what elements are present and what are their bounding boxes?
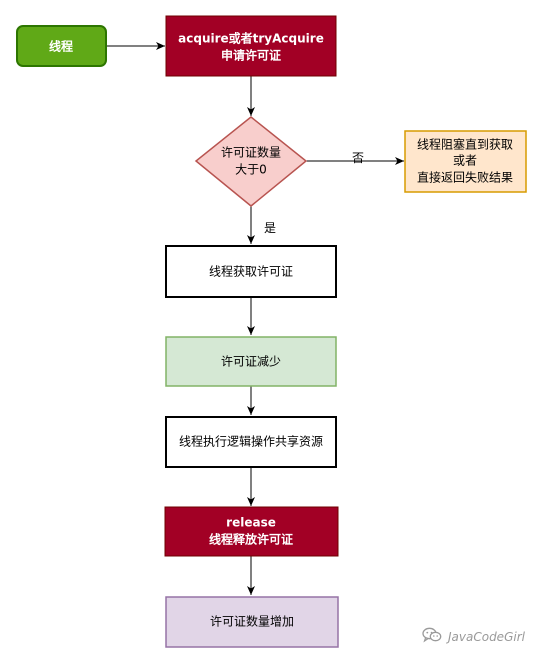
- wechat-icon: [422, 627, 442, 647]
- acquire-node-shape: [165, 15, 337, 77]
- increase-node-shape: [165, 596, 339, 648]
- increase-node[interactable]: 许可证数量增加: [165, 596, 339, 648]
- execute-node-label: 线程执行逻辑操作共享资源: [179, 434, 323, 449]
- obtain-node-shape: [165, 245, 337, 298]
- increase-node-label: 许可证数量增加: [210, 614, 294, 629]
- blocked-node-shape: [404, 130, 527, 193]
- decision-node-line1: 许可证数量: [221, 145, 281, 160]
- start-node[interactable]: 线程: [16, 25, 107, 67]
- obtain-node[interactable]: 线程获取许可证: [165, 245, 337, 298]
- blocked-node-line1: 线程阻塞直到获取: [417, 137, 513, 152]
- start-node-shape: [16, 25, 107, 67]
- decision-node[interactable]: 许可证数量 大于0: [194, 116, 308, 207]
- blocked-node-line2: 或者: [453, 154, 477, 168]
- decision-node-line2: 大于0: [235, 163, 267, 177]
- release-node[interactable]: release 线程释放许可证: [164, 506, 339, 557]
- edge-label-no: 否: [352, 151, 364, 165]
- release-node-line2: 线程释放许可证: [209, 532, 293, 547]
- watermark: JavaCodeGirl: [422, 625, 525, 649]
- start-node-label: 线程: [49, 39, 73, 54]
- acquire-node[interactable]: acquire或者tryAcquire 申请许可证: [165, 15, 337, 77]
- release-node-line1: release: [226, 516, 276, 530]
- blocked-node[interactable]: 线程阻塞直到获取 或者 直接返回失败结果: [404, 130, 527, 193]
- edge-label-yes: 是: [264, 221, 276, 235]
- decrease-node[interactable]: 许可证减少: [165, 336, 337, 387]
- acquire-node-line1: acquire或者tryAcquire: [178, 31, 324, 46]
- edges: 否 是: [106, 42, 404, 595]
- acquire-node-line2: 申请许可证: [221, 48, 281, 63]
- release-node-shape: [164, 506, 339, 557]
- watermark-text: JavaCodeGirl: [448, 630, 525, 644]
- obtain-node-label: 线程获取许可证: [209, 264, 293, 279]
- execute-node[interactable]: 线程执行逻辑操作共享资源: [165, 416, 337, 468]
- execute-node-shape: [165, 416, 337, 468]
- decrease-node-label: 许可证减少: [221, 355, 281, 369]
- blocked-node-line3: 直接返回失败结果: [417, 170, 513, 185]
- decision-node-shape: [194, 116, 308, 207]
- decrease-node-shape: [165, 336, 337, 387]
